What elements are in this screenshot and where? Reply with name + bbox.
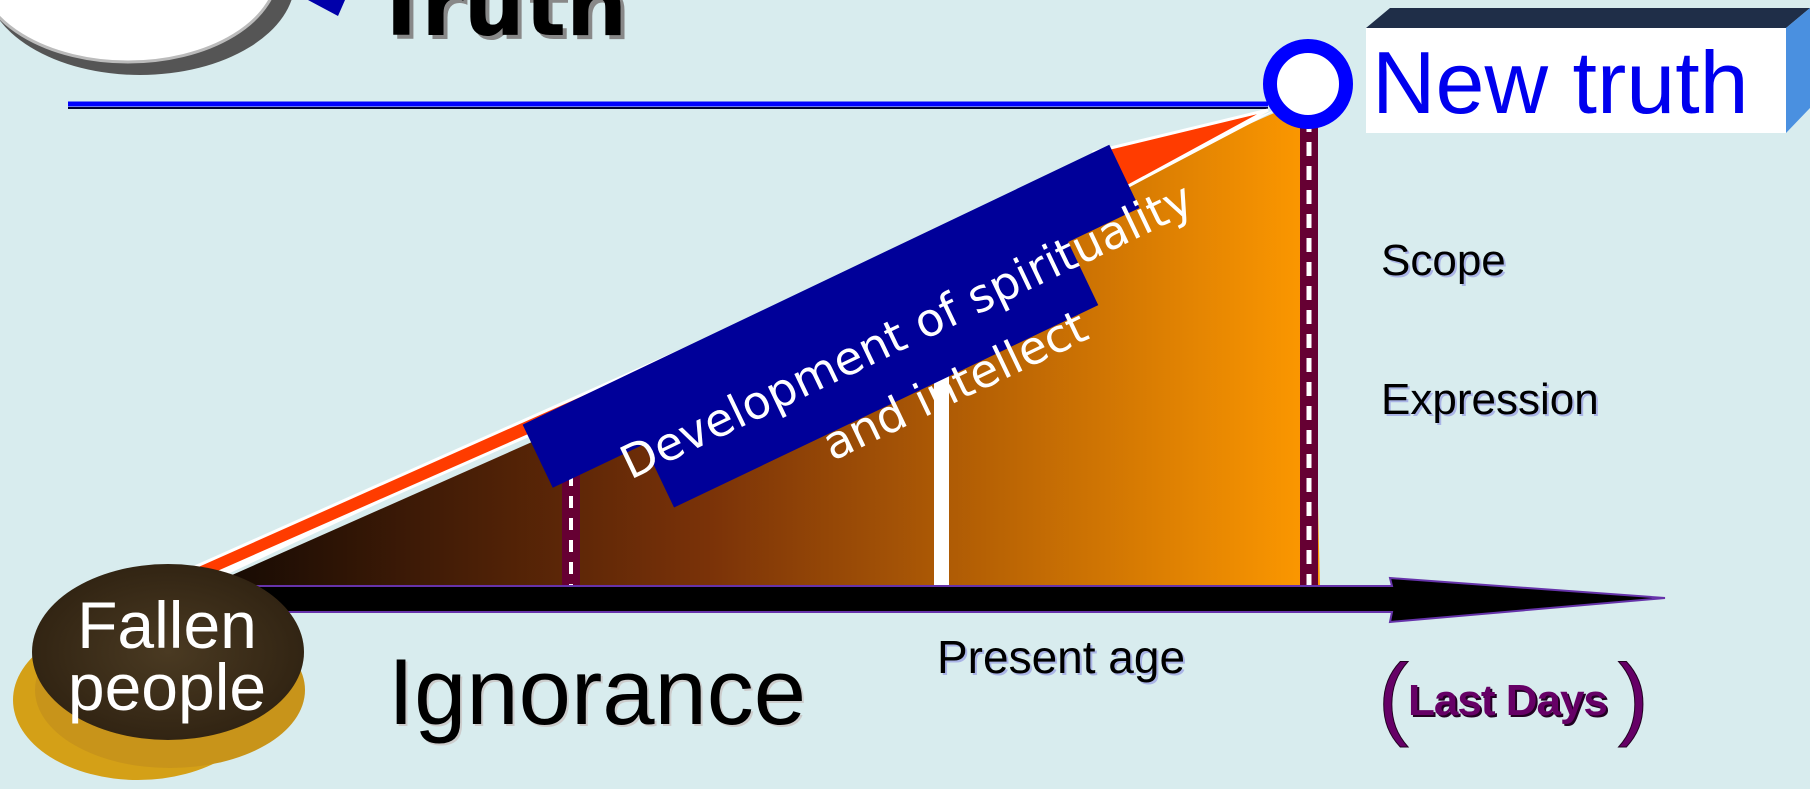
development-banner bbox=[522, 144, 1140, 508]
fallen-line-1: Fallen bbox=[77, 588, 257, 662]
new-truth-circle-icon bbox=[1263, 39, 1353, 129]
new-truth-box bbox=[1366, 8, 1810, 133]
title-partial: Truth bbox=[372, 0, 628, 56]
present-age-label: Present age bbox=[937, 631, 1186, 683]
ignorance-label: Ignorance bbox=[388, 639, 807, 744]
new-truth-label: New truth bbox=[1372, 33, 1749, 132]
top-left-pointer bbox=[308, 0, 345, 16]
time-axis-arrow bbox=[194, 576, 1666, 624]
fallen-people-node bbox=[13, 564, 305, 780]
last-days-open-paren: ( bbox=[1378, 646, 1409, 748]
fallen-people-label: Fallen people bbox=[52, 588, 282, 724]
fallen-line-2: people bbox=[67, 650, 267, 724]
top-left-disc bbox=[0, 0, 292, 75]
scope-label: Scope bbox=[1381, 236, 1506, 285]
expression-label: Expression bbox=[1381, 375, 1599, 424]
last-days-close-paren: ) bbox=[1618, 646, 1649, 748]
dashed-marker-right bbox=[1300, 118, 1318, 588]
last-days-label: Last Days bbox=[1408, 676, 1608, 725]
